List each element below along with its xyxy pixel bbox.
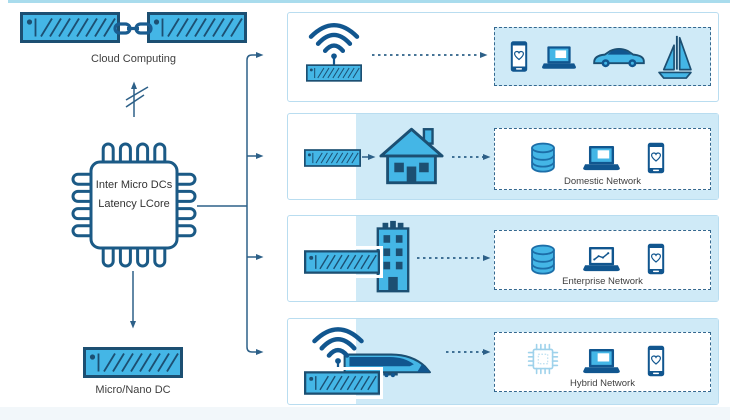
car-icon [592,47,646,68]
bus-branch-row4 [246,206,264,355]
smartphone-icon [510,40,528,73]
network-label: Enterprise Network [562,276,643,287]
laptop-chart-icon [583,246,620,273]
access-point-server-icon [306,63,362,83]
row-wireless-access [287,12,719,102]
router-server-icon [304,370,380,396]
row-enterprise-network: Enterprise Network [287,215,719,302]
router-server-icon [304,148,361,168]
cloud-server-icon [147,12,247,43]
chip-label: Inter Micro DCs Latency LCore [91,176,177,214]
laptop-icon [583,145,620,172]
cloud-server-icon [20,12,120,43]
device-group-box: Hybrid Network [494,332,711,392]
device-group-box: Domestic Network [494,128,711,190]
smartphone-icon [647,345,665,377]
device-group-box: Enterprise Network [494,230,711,290]
row-hybrid-network: Hybrid Network [287,318,719,405]
chain-link-icon [113,20,153,37]
laptop-icon [542,45,576,71]
chip-label-line2: Latency LCore [98,198,170,210]
bottom-edge [0,407,730,420]
wifi-icon [309,323,367,370]
bus-branch-row1 [246,52,264,206]
smartphone-icon [647,142,665,174]
cpu-chip-faint-icon [526,343,560,375]
cpu-chip-icon [71,142,197,268]
house-icon [379,126,444,186]
wifi-icon [307,19,361,65]
row-domestic-network: Domestic Network [287,113,719,200]
database-icon [530,244,556,275]
cloud-computing-label: Cloud Computing [91,53,176,65]
device-group-box [494,27,711,86]
sailboat-icon [658,34,692,79]
network-label: Hybrid Network [570,378,635,389]
top-border-line [8,0,730,3]
micro-nano-dc-label: Micro/Nano DC [95,384,171,396]
micro-dc-server-icon [83,347,183,378]
laptop-icon [583,348,620,375]
router-server-icon [304,249,380,275]
database-icon [530,142,556,173]
chip-label-line1: Inter Micro DCs [95,179,173,191]
network-label: Domestic Network [563,176,642,187]
smartphone-icon [647,243,665,275]
